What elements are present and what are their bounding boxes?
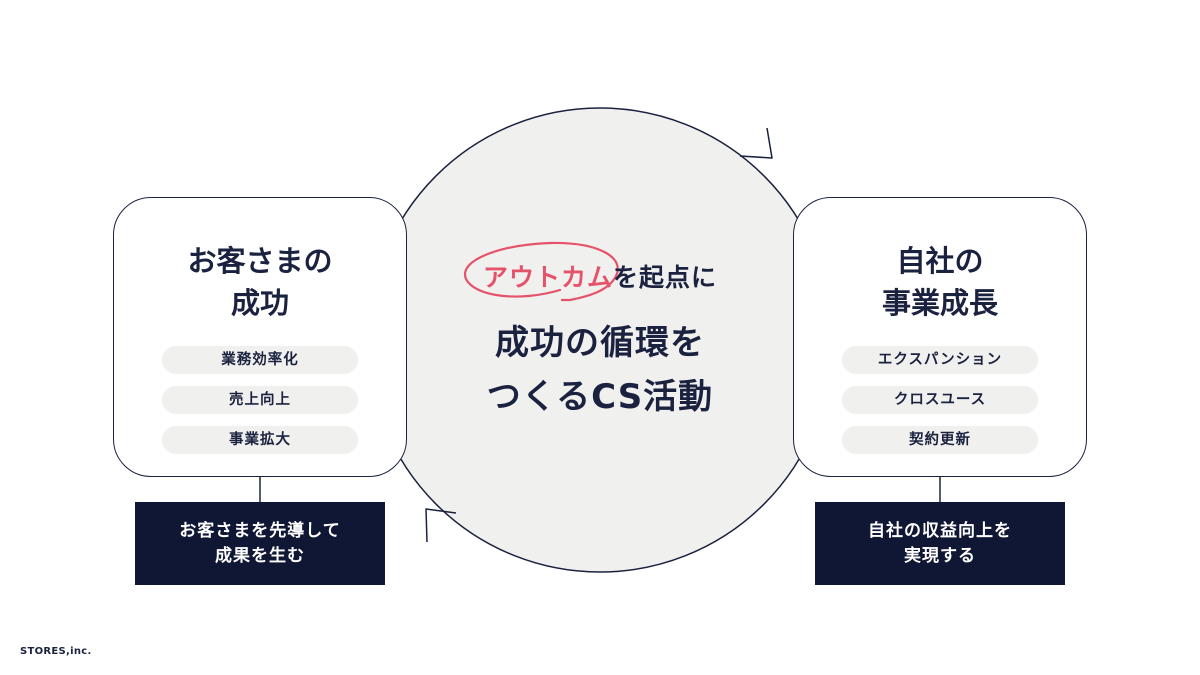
customer-banner: お客さまを先導して 成果を生む	[135, 502, 385, 585]
customer-success-box: お客さまの 成功 業務効率化 売上向上 事業拡大	[113, 197, 407, 477]
list-item: 契約更新	[842, 426, 1038, 454]
customer-banner-line2: 成果を生む	[215, 546, 305, 566]
company-growth-title-line2: 事業成長	[881, 286, 998, 320]
list-item: クロスユース	[842, 386, 1038, 414]
center-title-line2: つくるCS活動	[486, 377, 714, 417]
list-item: 事業拡大	[162, 426, 358, 454]
company-banner-line1: 自社の収益向上を	[868, 521, 1012, 541]
cycle-arrow-bottom-icon	[425, 508, 457, 543]
company-growth-list: エクスパンション クロスユース 契約更新	[842, 346, 1038, 466]
company-footer: STORES,inc.	[20, 646, 92, 657]
customer-success-title: お客さまの 成功	[114, 240, 406, 324]
company-growth-title-line1: 自社の	[896, 244, 984, 278]
cycle-arrow-top-icon	[739, 127, 773, 159]
company-growth-title: 自社の 事業成長	[794, 240, 1086, 324]
list-item: エクスパンション	[842, 346, 1038, 374]
customer-success-list: 業務効率化 売上向上 事業拡大	[162, 346, 358, 466]
customer-success-title-line1: お客さまの	[187, 244, 333, 278]
list-item: 業務効率化	[162, 346, 358, 374]
center-title-line1: 成功の循環を	[495, 323, 705, 363]
customer-success-title-line2: 成功	[230, 286, 289, 320]
subtitle-rest: を起点に	[613, 263, 718, 292]
highlight-loop	[463, 241, 619, 302]
subtitle-highlight: アウトカム	[482, 263, 613, 292]
center-title: 成功の循環を つくるCS活動	[420, 316, 780, 424]
center-subtitle: アウトカムを起点に	[420, 258, 780, 294]
company-banner: 自社の収益向上を 実現する	[815, 502, 1065, 585]
company-growth-box: 自社の 事業成長 エクスパンション クロスユース 契約更新	[793, 197, 1087, 477]
customer-banner-line1: お客さまを先導して	[179, 521, 341, 541]
list-item: 売上向上	[162, 386, 358, 414]
company-banner-line2: 実現する	[904, 546, 976, 566]
